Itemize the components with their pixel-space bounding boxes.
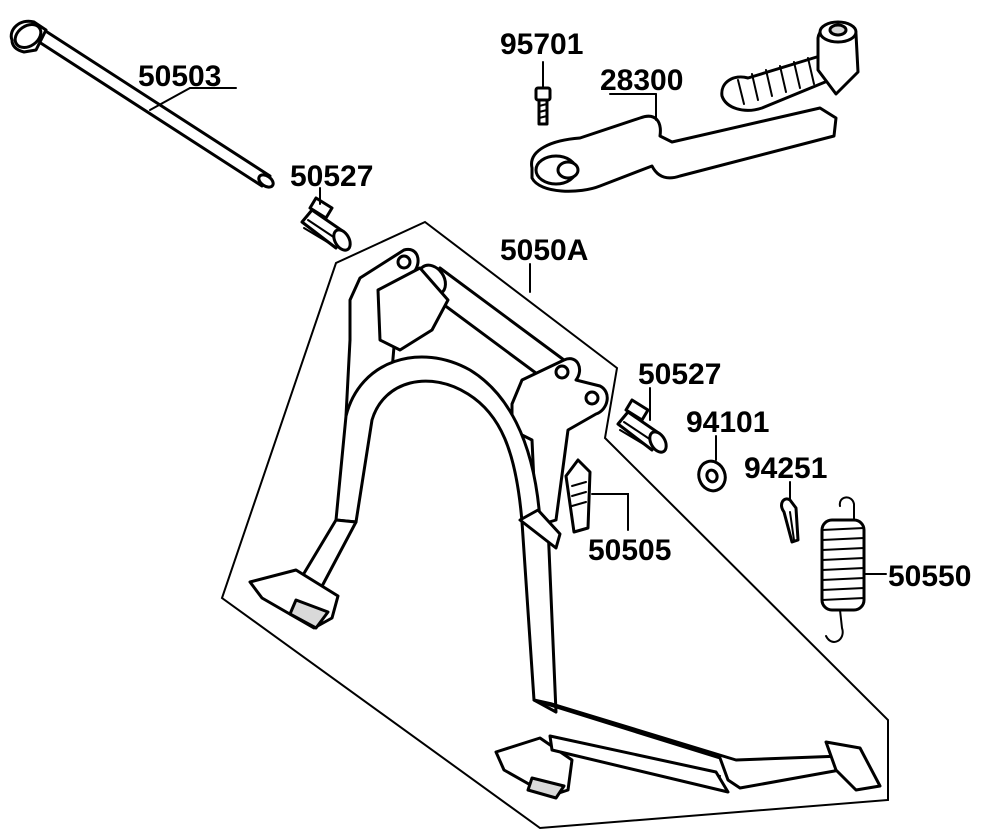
label-50527-right: 50527 <box>638 358 721 391</box>
main-stand-icon <box>248 247 882 800</box>
leader-50503 <box>149 87 191 111</box>
stand-stopper-icon <box>518 458 592 550</box>
label-5050A: 5050A <box>500 234 588 267</box>
label-50503: 50503 <box>138 60 221 93</box>
bushing-icon <box>616 398 668 454</box>
label-50527-top: 50527 <box>290 160 373 193</box>
label-95701: 95701 <box>500 28 583 61</box>
leader-50505 <box>591 493 629 531</box>
label-50505: 50505 <box>588 534 671 567</box>
label-50550: 50550 <box>888 560 971 593</box>
label-28300: 28300 <box>600 64 683 97</box>
axle-pin-icon <box>9 19 275 189</box>
washer-icon <box>697 459 727 493</box>
spring-icon <box>820 496 866 643</box>
label-94101: 94101 <box>686 406 769 439</box>
kick-lever-icon <box>530 20 860 193</box>
assembly-boundary <box>220 220 889 830</box>
bushing-icon <box>300 196 352 252</box>
label-94251: 94251 <box>744 452 827 485</box>
bolt-icon <box>534 86 552 126</box>
cotter-pin-icon <box>780 497 800 544</box>
